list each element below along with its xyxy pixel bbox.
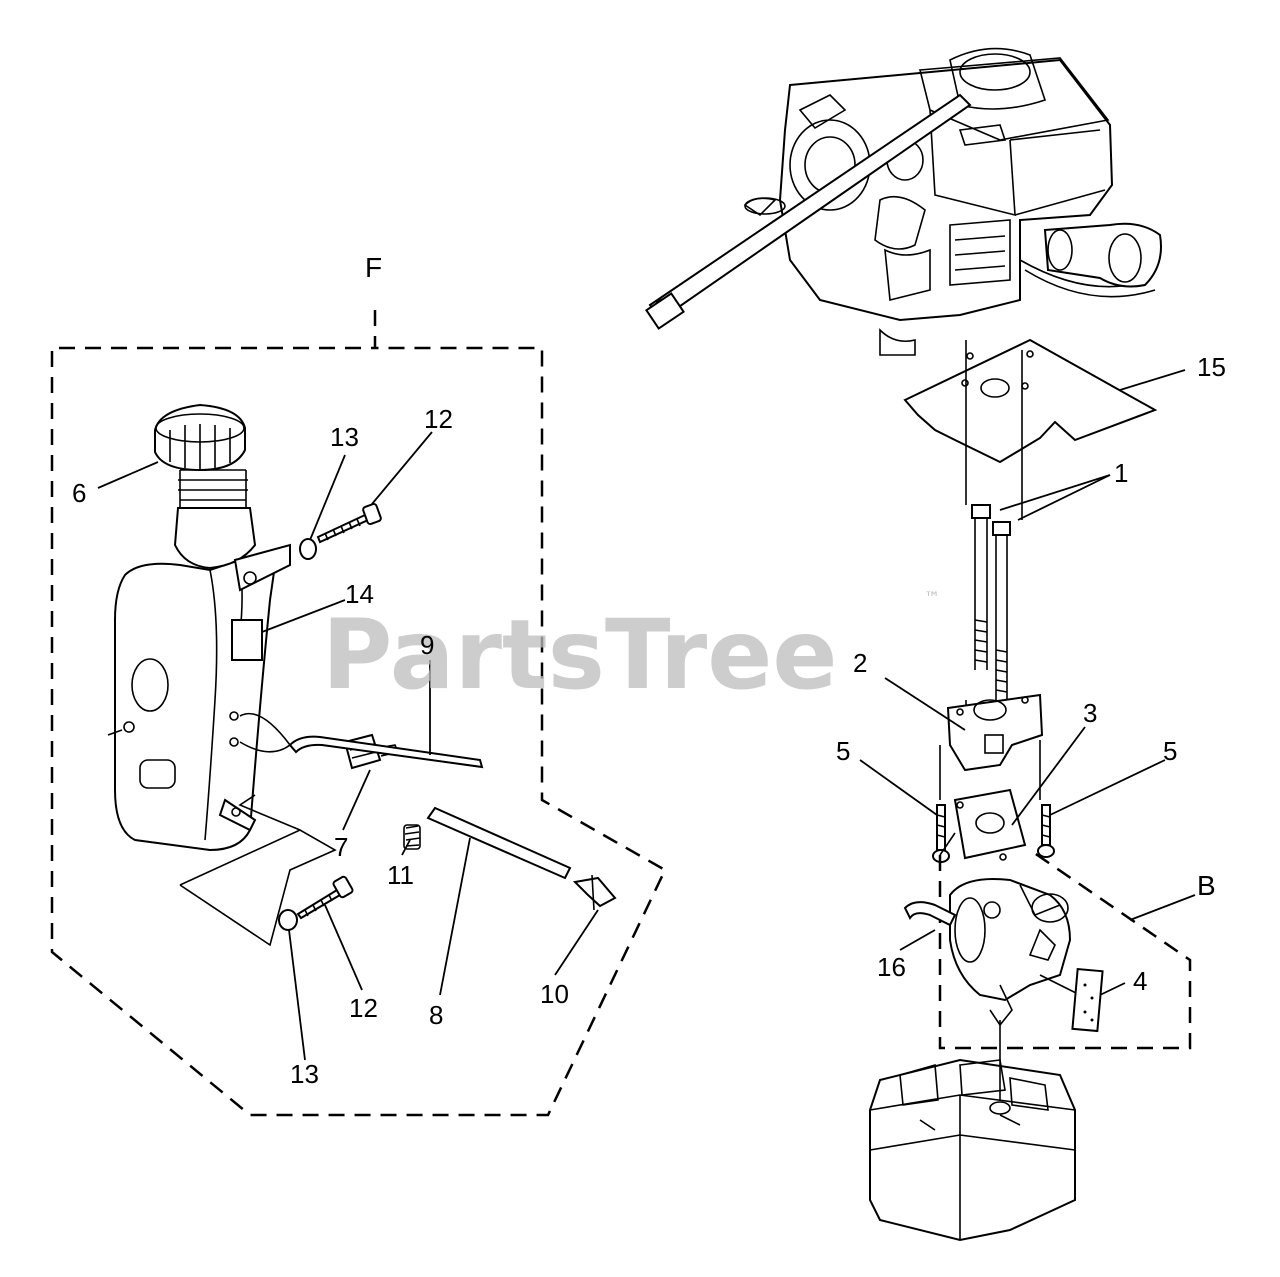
drive-shaft: [645, 93, 972, 330]
fuel-line-main: [426, 806, 572, 880]
spring: [403, 824, 421, 850]
callout-2: 2: [853, 648, 867, 678]
carburetor-gasket: [953, 788, 1027, 861]
callout-13-top: 13: [330, 422, 359, 452]
carburetor: [949, 878, 1072, 1027]
callout-12-bottom: 12: [349, 993, 378, 1023]
watermark-text: PartsTree: [322, 599, 837, 711]
fuel-fitting: [572, 874, 617, 911]
spark-plug-boot: [1043, 222, 1162, 288]
callout-5-left: 5: [836, 736, 850, 766]
callout-5-right: 5: [1163, 736, 1177, 766]
long-bolts: [971, 504, 1011, 700]
group-label-b: B: [1197, 870, 1216, 901]
group-label-f: F: [365, 252, 382, 283]
fuel-tank-assembly: [50, 310, 667, 1117]
callout-11: 11: [387, 860, 414, 890]
engine-block: [778, 47, 1156, 356]
callout-6: 6: [72, 478, 86, 508]
callout-1: 1: [1114, 458, 1128, 488]
insulator-block: [946, 693, 1044, 772]
callout-15: 15: [1197, 352, 1226, 382]
callout-13-bottom: 13: [290, 1059, 319, 1089]
tank-label-sticker: [231, 619, 263, 661]
callout-12-top: 12: [424, 404, 453, 434]
callout-16: 16: [877, 952, 906, 982]
engine-carburetor-assembly: [645, 47, 1196, 1242]
tank-base-plate: [179, 829, 337, 947]
watermark-trademark: ™: [924, 588, 940, 607]
callout-3: 3: [1083, 698, 1097, 728]
fuel-cap: [154, 403, 246, 472]
callout-4: 4: [1133, 966, 1147, 996]
carb-fuel-line: [903, 901, 957, 927]
fuel-line-return: [288, 735, 484, 769]
choke-lever: [1039, 967, 1104, 1033]
tank-screw-top: [299, 502, 382, 560]
callout-10: 10: [540, 979, 569, 1009]
callout-8: 8: [429, 1000, 443, 1030]
callout-9: 9: [420, 630, 434, 660]
callout-7: 7: [334, 832, 348, 862]
group-b-boundary: [938, 848, 1192, 1050]
engine-gasket: [903, 338, 1158, 464]
callout-14: 14: [345, 579, 374, 609]
tank-screw-bottom: [278, 875, 354, 931]
air-filter-housing: [869, 1020, 1076, 1242]
group-f-boundary: [50, 310, 667, 1117]
